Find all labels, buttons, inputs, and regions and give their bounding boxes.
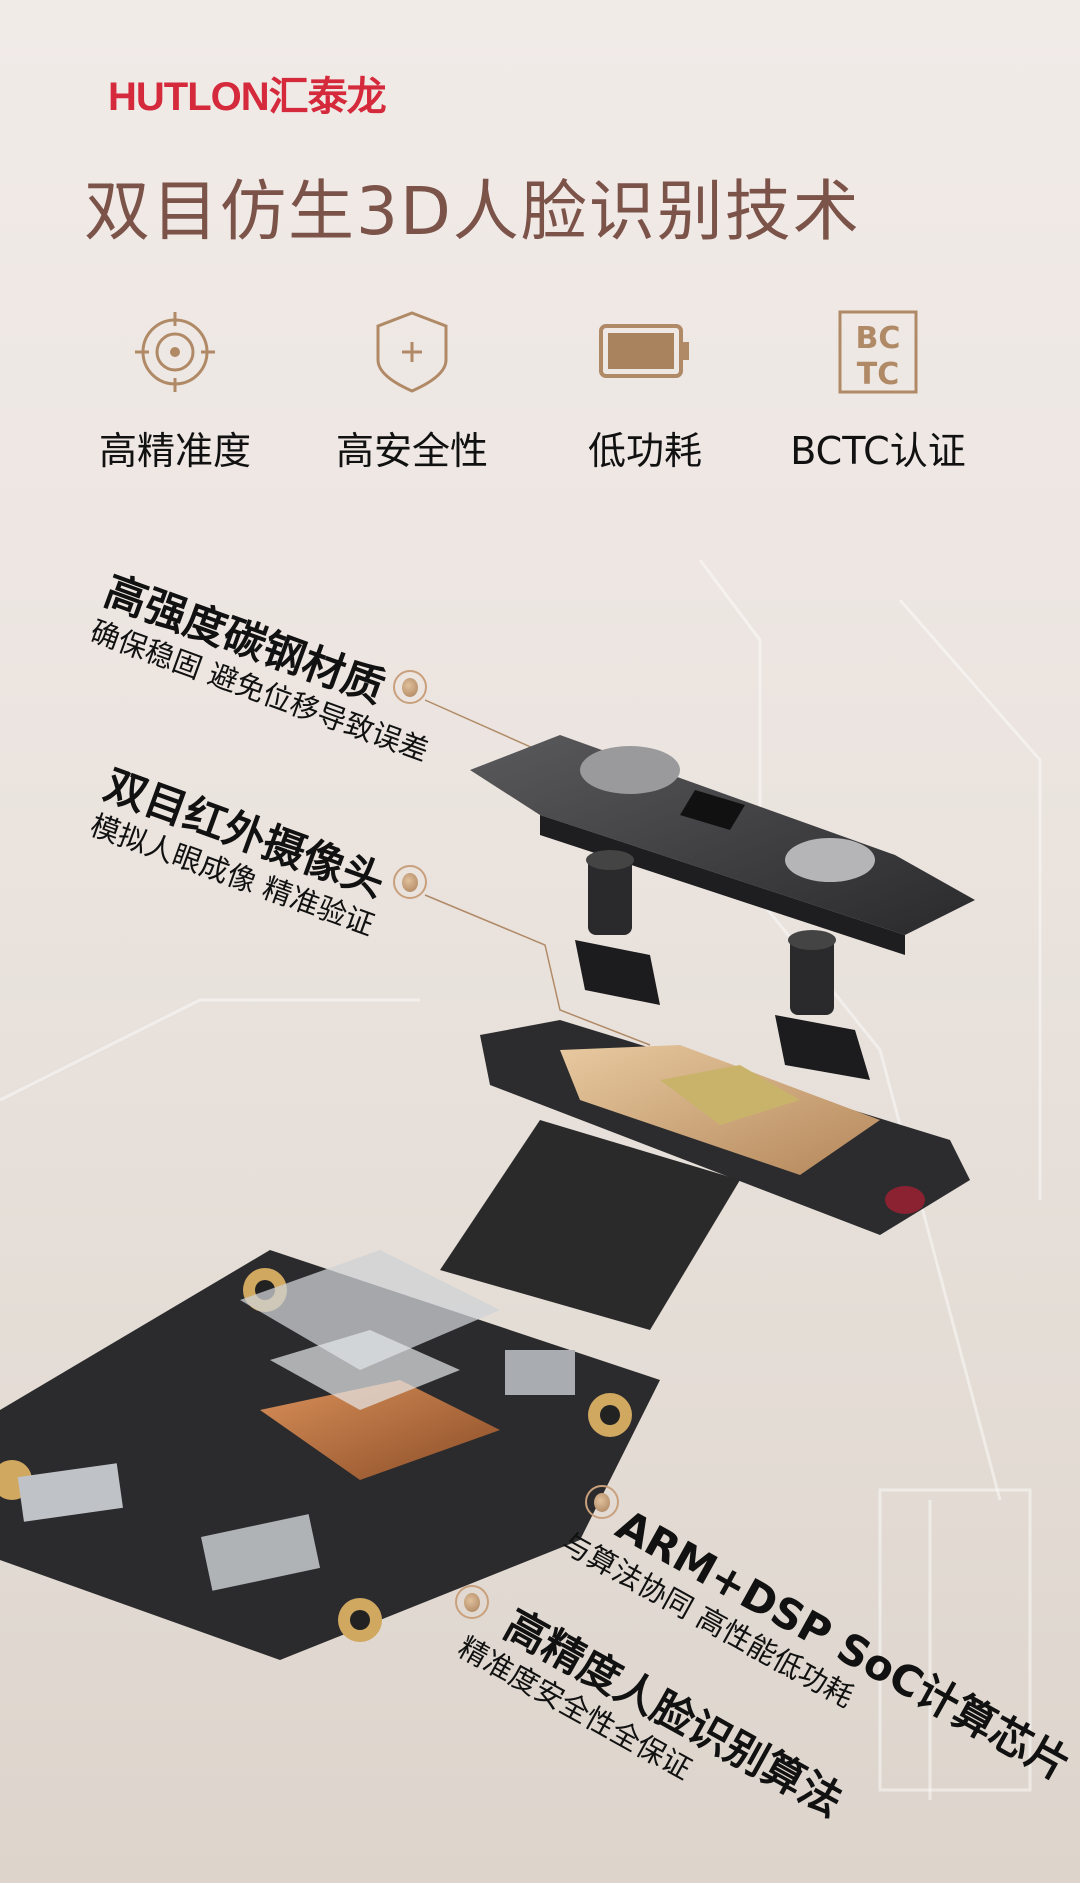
battery-icon xyxy=(599,324,689,378)
bctc-badge-icon: BC TC xyxy=(838,310,918,394)
callout-marker-icon xyxy=(455,1585,489,1619)
brand-logo: HUTLON汇泰龙 xyxy=(108,75,387,119)
callout-marker-icon xyxy=(393,670,427,704)
feature-high-accuracy: 高精准度 xyxy=(75,310,275,475)
svg-text:TC: TC xyxy=(857,357,899,392)
main-pcb xyxy=(0,1250,660,1660)
ir-cameras xyxy=(575,850,870,1080)
feature-label: 低功耗 xyxy=(587,429,702,473)
flex-cable xyxy=(440,1120,740,1330)
svg-text:BC: BC xyxy=(856,321,901,356)
callout-marker-icon xyxy=(585,1485,619,1519)
shield-plus-icon xyxy=(376,311,448,393)
page-title: 双目仿生3D人脸识别技术 xyxy=(84,173,861,250)
callout-marker-icon xyxy=(393,865,427,899)
face-module-illustration xyxy=(0,699,975,1660)
feature-label: 高精准度 xyxy=(98,429,251,473)
feature-label: BCTC认证 xyxy=(790,429,966,473)
feature-label: 高安全性 xyxy=(335,429,488,473)
feature-high-security: 高安全性 xyxy=(312,310,512,475)
steel-bracket xyxy=(470,735,975,955)
target-icon xyxy=(135,312,215,392)
sensor-board xyxy=(480,1020,970,1235)
feature-bctc-certified: BC TC BCTC认证 xyxy=(778,310,978,475)
feature-low-power: 低功耗 xyxy=(545,310,745,475)
